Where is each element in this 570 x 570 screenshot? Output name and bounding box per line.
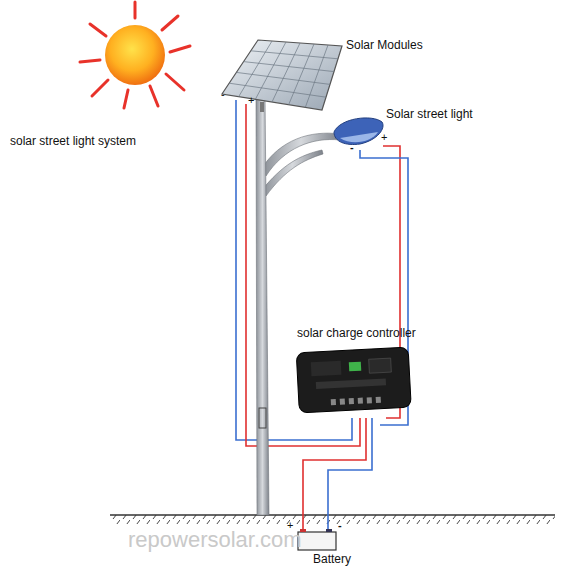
polarity-sign: - <box>221 88 225 100</box>
ground <box>110 515 555 524</box>
part-name: Battery <box>313 553 351 566</box>
system-title: solar street light system <box>10 135 136 148</box>
part-name: solar charge controller <box>297 327 416 340</box>
polarity-sign: - <box>350 141 354 153</box>
charge-controller <box>296 347 411 413</box>
battery <box>298 529 336 550</box>
lamp-head <box>334 118 383 145</box>
solar-panel <box>222 40 342 112</box>
polarity-sign: + <box>381 131 387 143</box>
part-name: Solar Modules <box>346 39 423 52</box>
polarity-sign: - <box>338 519 342 531</box>
part-name: Solar street light <box>386 108 473 121</box>
watermark: repowersolar.com <box>128 528 302 552</box>
polarity-sign: + <box>248 94 254 106</box>
pole <box>256 96 340 515</box>
sun <box>80 2 190 108</box>
